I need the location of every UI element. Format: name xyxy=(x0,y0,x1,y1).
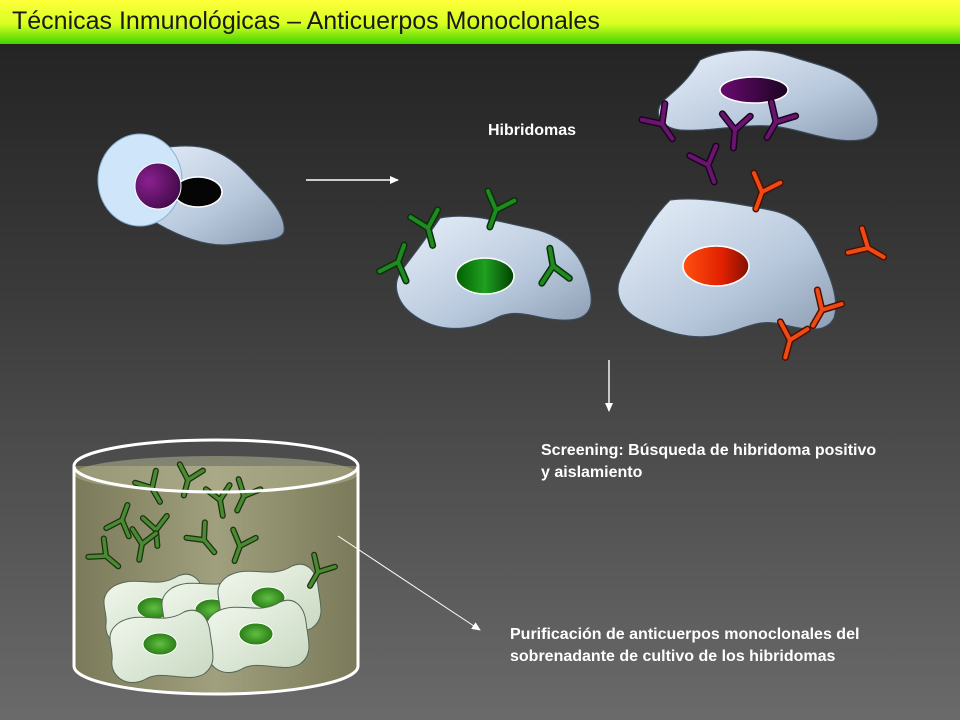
purple-hybridoma xyxy=(657,49,879,142)
purple-antibody xyxy=(690,146,728,187)
beaker-wall xyxy=(72,466,360,696)
settled-cell xyxy=(205,599,310,674)
purple-nucleus xyxy=(134,162,182,210)
green-hybridoma-nucleus xyxy=(455,257,515,295)
purification-arrow xyxy=(337,535,481,631)
red-hybridoma-nucleus xyxy=(682,245,750,287)
hybridomas-label: Hibridomas xyxy=(488,122,577,139)
green-hybridoma xyxy=(395,215,592,330)
fused-cell xyxy=(97,133,285,246)
culture-beaker xyxy=(72,438,360,696)
title-bar: Técnicas Inmunológicas – Anticuerpos Mon… xyxy=(0,0,960,44)
purple-hybridoma-nucleus xyxy=(719,76,789,104)
medium-surface xyxy=(74,456,358,492)
red-hybridoma xyxy=(617,198,837,338)
slide-title: Técnicas Inmunológicas – Anticuerpos Mon… xyxy=(12,7,600,35)
beaker-rim xyxy=(72,438,360,494)
settled-cell xyxy=(109,609,214,684)
screening-label: Screening: Búsqueda de hibridoma positiv… xyxy=(541,442,877,481)
red-antibody xyxy=(848,228,891,269)
black-nucleus xyxy=(173,176,223,208)
purification-label: Purificación de anticuerpos monoclonales… xyxy=(510,626,860,665)
